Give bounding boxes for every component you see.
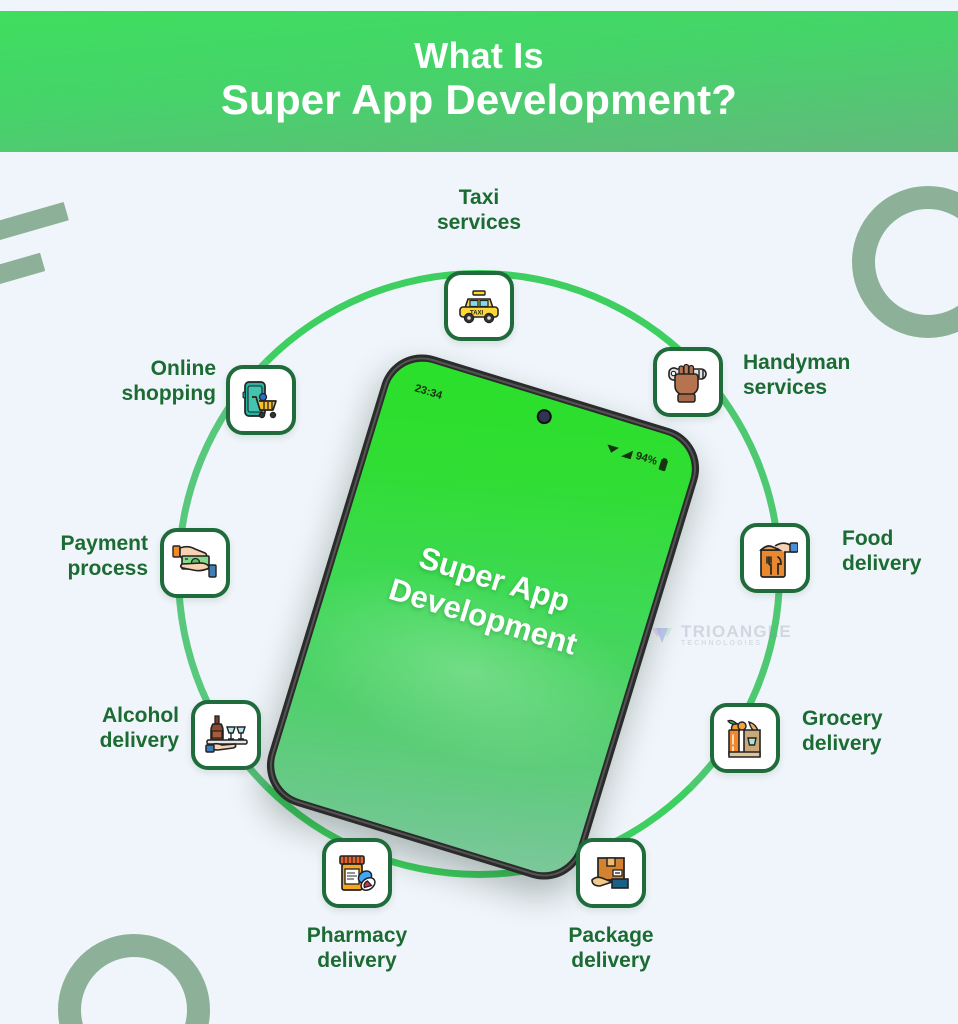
node-card-grocery[interactable] — [710, 703, 780, 773]
node-payment[interactable]: Payment process — [60, 528, 230, 598]
trioangle-logo-icon — [652, 628, 672, 643]
node-label-food: Food delivery — [842, 527, 922, 575]
node-card-shopping[interactable] — [226, 365, 296, 435]
node-card-alcohol[interactable] — [191, 700, 261, 770]
taxi-icon: TAXI — [459, 290, 499, 324]
node-label-package: Package delivery — [568, 924, 654, 972]
food-bag-icon — [759, 542, 798, 578]
node-shopping[interactable]: Online shopping — [122, 357, 296, 435]
node-label-taxi: Taxi services — [436, 186, 522, 234]
node-card-taxi[interactable]: TAXI — [444, 271, 514, 341]
node-label-handyman: Handyman services — [743, 351, 851, 399]
node-card-handyman[interactable] — [653, 347, 723, 417]
node-label-shopping: Online shopping — [121, 357, 216, 405]
header-title-line-2: Super App Development? — [220, 76, 738, 124]
phone-status-bar: 23:34 94% — [386, 368, 696, 485]
node-taxi[interactable]: Taxi services TAXI — [437, 186, 521, 341]
wine-tray-icon — [205, 715, 248, 753]
decorative-ring-top-right — [852, 186, 958, 338]
node-package[interactable]: Package delivery — [568, 838, 654, 972]
node-card-package[interactable] — [576, 838, 646, 908]
node-pharmacy[interactable]: Pharmacy delivery — [307, 838, 407, 972]
wrench-hand-icon — [668, 363, 707, 403]
node-label-grocery: Grocery delivery — [802, 707, 883, 755]
pill-bottle-icon — [339, 855, 376, 891]
header-title-line-1: What Is — [414, 35, 544, 77]
node-label-payment: Payment process — [60, 532, 148, 580]
phone-screen: 23:34 94% S — [265, 352, 701, 882]
cash-hands-icon — [172, 545, 217, 578]
node-card-food[interactable] — [740, 523, 810, 593]
package-box-icon — [591, 857, 629, 889]
watermark-name: TRIOANGLE — [681, 622, 792, 641]
decorative-bar-top-left-1 — [0, 201, 69, 246]
phone-mockup: 23:34 94% S — [256, 344, 710, 890]
node-label-pharmacy: Pharmacy delivery — [306, 924, 408, 972]
decorative-ring-bottom-left — [58, 934, 210, 1024]
signal-icon — [621, 450, 634, 459]
watermark: TRIOANGLE TECHNOLOGIES — [650, 623, 792, 647]
svg-text:TAXI: TAXI — [470, 311, 484, 317]
phone-cart-icon — [242, 381, 277, 419]
watermark-subtitle: TECHNOLOGIES — [681, 640, 763, 647]
node-card-payment[interactable] — [160, 528, 230, 598]
status-time: 23:34 — [413, 382, 444, 403]
node-grocery[interactable]: Grocery delivery — [710, 703, 883, 773]
wifi-icon — [607, 443, 620, 453]
node-food[interactable]: Food delivery — [740, 523, 921, 593]
battery-icon — [658, 457, 668, 471]
node-card-pharmacy[interactable] — [322, 838, 392, 908]
grocery-bag-icon — [727, 719, 761, 758]
decorative-bar-top-left-2 — [0, 252, 46, 291]
status-battery-percent: 94% — [634, 449, 659, 468]
node-alcohol[interactable]: Alcohol delivery — [100, 700, 261, 770]
header-banner: What Is Super App Development? — [0, 11, 958, 152]
node-label-alcohol: Alcohol delivery — [99, 704, 179, 752]
node-handyman[interactable]: Handyman services — [653, 347, 850, 417]
phone-frame: 23:34 94% S — [256, 344, 710, 890]
